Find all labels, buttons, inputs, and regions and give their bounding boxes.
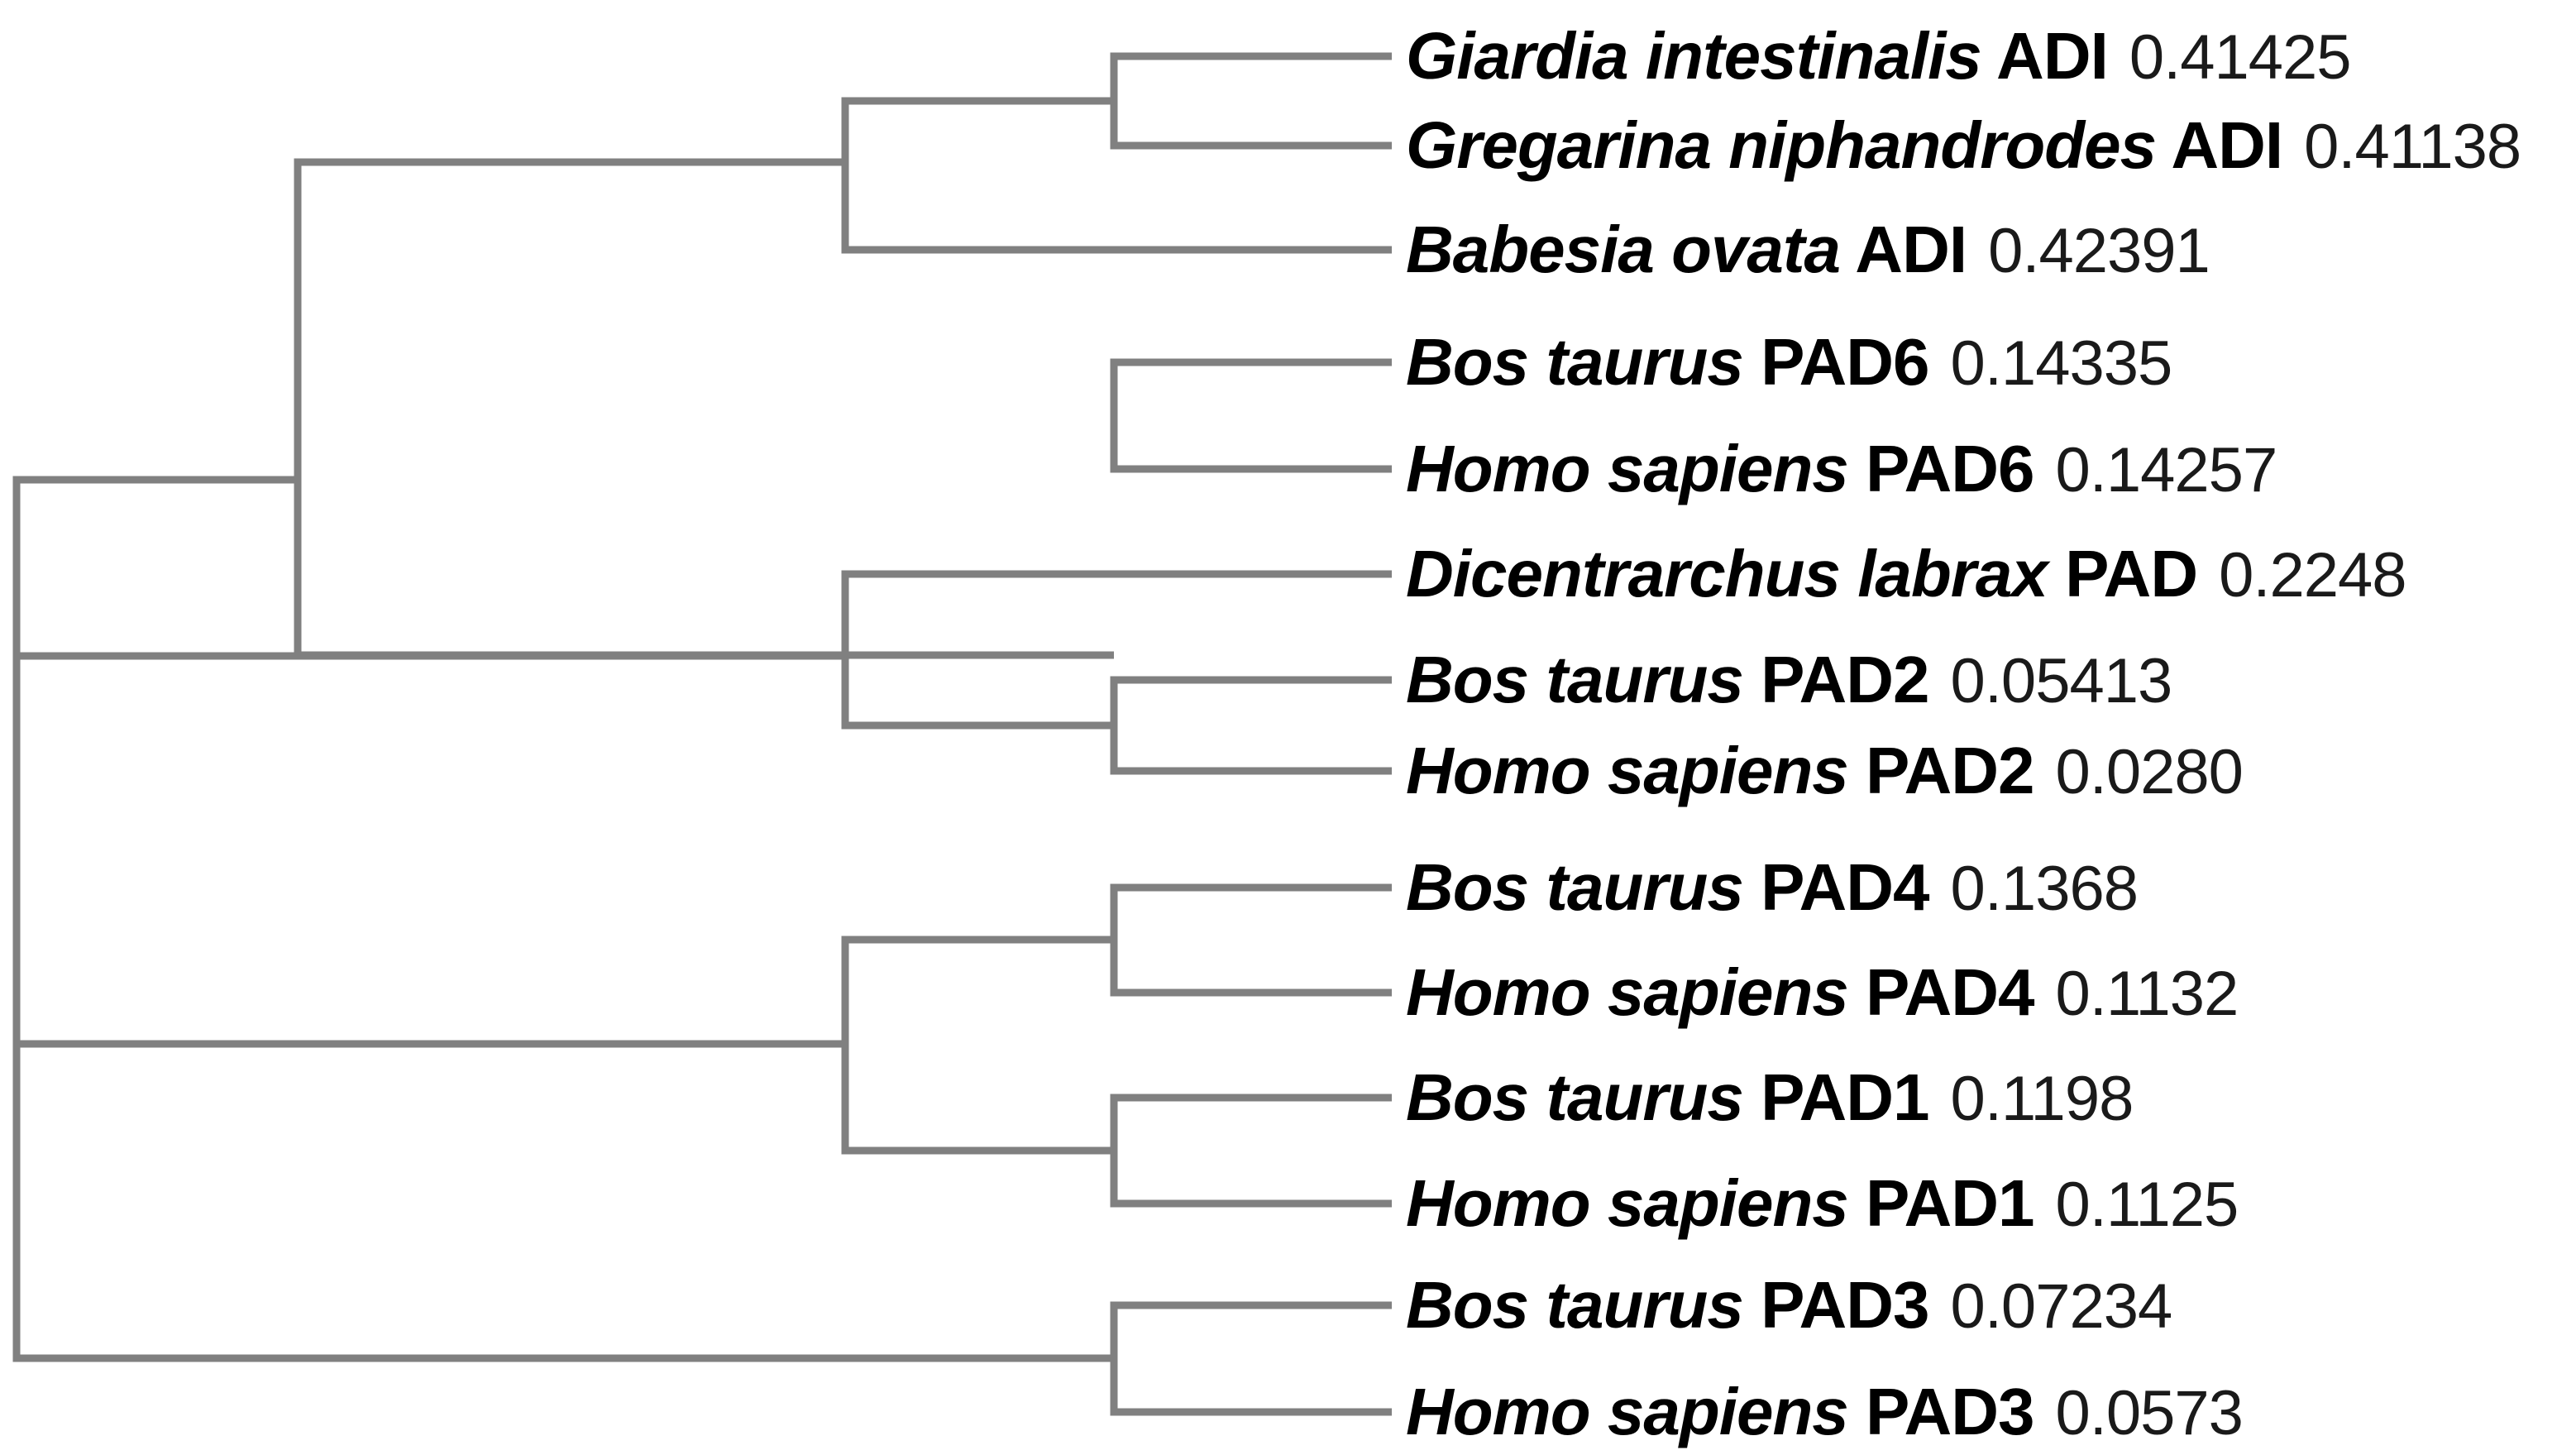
gene-name: ADI [1981, 19, 2109, 93]
branch-distance-value: 0.41425 [2129, 22, 2352, 93]
branch-distance-value: 0.14257 [2055, 435, 2277, 505]
species-name: Bos taurus [1406, 1060, 1744, 1134]
species-name: Homo sapiens [1406, 1166, 1849, 1240]
branch-distance-value: 0.1132 [2055, 959, 2239, 1029]
species-name: Homo sapiens [1406, 955, 1849, 1029]
species-name: Bos taurus [1406, 643, 1744, 716]
species-name: Bos taurus [1406, 850, 1744, 924]
gene-name: PAD4 [1742, 850, 1929, 924]
species-name: Dicentrarchus labrax [1406, 537, 2048, 610]
gene-name: PAD4 [1847, 955, 2034, 1029]
gene-name: PAD2 [1847, 734, 2034, 807]
species-name: Homo sapiens [1406, 734, 1849, 807]
gene-name: PAD6 [1847, 432, 2034, 505]
tip-label-pad3-13: Homo sapiens PAD3 0.0573 [1406, 1378, 2244, 1448]
gene-name: PAD3 [1742, 1268, 1929, 1342]
species-name: Homo sapiens [1406, 1375, 1849, 1448]
species-name: Bos taurus [1406, 325, 1744, 399]
branch-group [12, 52, 1392, 1416]
gene-name: PAD1 [1847, 1166, 2034, 1240]
gene-name: ADI [1840, 213, 1967, 286]
branch-distance-value: 0.1198 [1950, 1064, 2134, 1134]
tip-label-pad2-7: Homo sapiens PAD2 0.0280 [1406, 737, 2244, 807]
gene-name: PAD6 [1742, 325, 1929, 399]
gene-name: PAD2 [1742, 643, 1929, 716]
gene-name: PAD1 [1742, 1060, 1929, 1134]
branch-distance-value: 0.07234 [1950, 1271, 2173, 1342]
branch-distance-value: 0.42391 [1988, 216, 2210, 286]
branch-distance-value: 0.1368 [1950, 854, 2139, 924]
species-name: Giardia intestinalis [1406, 19, 1982, 93]
species-name: Homo sapiens [1406, 432, 1849, 505]
branch-distance-value: 0.41138 [2304, 112, 2521, 182]
branch-distance-value: 0.0573 [2055, 1378, 2243, 1448]
species-name: Gregarina niphandrodes [1406, 108, 2157, 182]
gene-name: PAD [2047, 537, 2198, 610]
branch-distance-value: 0.14335 [1950, 328, 2173, 399]
gene-name: PAD3 [1847, 1375, 2034, 1448]
species-name: Babesia ovata [1406, 213, 1841, 286]
species-name: Bos taurus [1406, 1268, 1744, 1342]
branch-distance-value: 0.2248 [2219, 540, 2406, 610]
branch-distance-value: 0.0280 [2055, 737, 2243, 807]
tip-label-pad-5: Dicentrarchus labrax PAD 0.2248 [1406, 540, 2407, 610]
branch-distance-value: 0.05413 [1950, 646, 2173, 716]
gene-name: ADI [2156, 108, 2283, 182]
branch-distance-value: 0.1125 [2055, 1170, 2239, 1240]
